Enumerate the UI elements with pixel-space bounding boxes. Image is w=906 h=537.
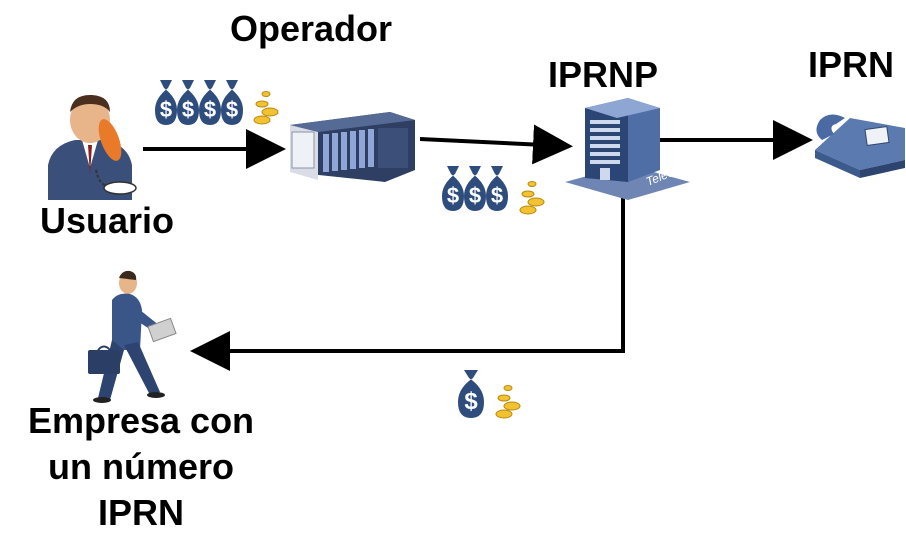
company-label: Empresa con un número IPRN (0, 398, 282, 536)
user-label: Usuario (40, 200, 175, 241)
iprn-label: IPRN (808, 44, 895, 85)
money-symbol: $ (469, 183, 481, 208)
money-bag-icon: $ (177, 80, 199, 125)
money-bag-icon: $ (155, 80, 177, 125)
money-symbol: $ (160, 97, 172, 122)
money-symbol: $ (182, 97, 194, 122)
coins-icon (519, 181, 545, 215)
network-server-icon (290, 112, 415, 182)
money-bag-icon: $ (486, 166, 508, 211)
person-on-phone-icon (48, 94, 137, 200)
coins-icon (253, 91, 279, 125)
money-symbol: $ (447, 183, 459, 208)
money-symbol: $ (226, 97, 238, 122)
company-label-line: Empresa con (27, 400, 255, 441)
money-bag-icon: $ (464, 166, 486, 211)
money-bag-icon: $ (221, 80, 243, 125)
money-symbol: $ (204, 97, 216, 122)
arrow-operator-to-iprnp (419, 124, 573, 165)
coins-icon (495, 385, 521, 419)
arrow-iprnp-to-company (190, 190, 625, 371)
money-bag-icon: $ (442, 166, 464, 211)
company-label-line: IPRN (97, 492, 184, 533)
money-bag-icon: $ (458, 370, 484, 418)
telecom-building-icon: Telecom (565, 98, 691, 200)
money-bag-icon: $ (199, 80, 221, 125)
money-bag-group-operator-iprnp: $ $ $ (442, 166, 545, 215)
money-symbol: $ (464, 388, 478, 415)
operator-label: Operador (230, 8, 393, 49)
iprnp-label: IPRNP (548, 54, 659, 95)
walking-businessman-icon (88, 270, 177, 403)
telephone-icon (815, 114, 905, 178)
money-symbol: $ (491, 183, 503, 208)
money-bag-group-user-operator: $ $ $ $ (155, 80, 279, 125)
money-bag-group-iprnp-company: $ (458, 370, 521, 419)
company-label-line: un número (48, 446, 234, 487)
